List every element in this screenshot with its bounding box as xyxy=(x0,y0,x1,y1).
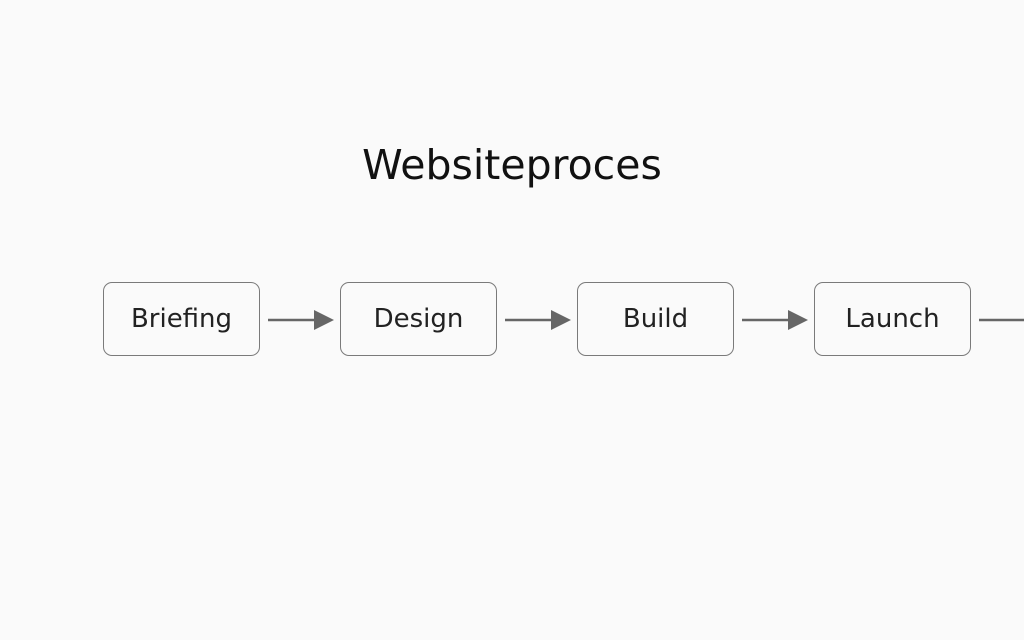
step-build: Build xyxy=(577,282,734,356)
step-label-launch: Launch xyxy=(845,304,940,334)
step-label-design: Design xyxy=(373,304,464,334)
arrow-design-to-build xyxy=(505,309,573,331)
arrow-launch-continuation xyxy=(979,309,1024,331)
step-launch: Launch xyxy=(814,282,971,356)
step-briefing: Briefing xyxy=(103,282,260,356)
step-design: Design xyxy=(340,282,497,356)
arrow-briefing-to-design xyxy=(268,309,336,331)
diagram-title: Websiteproces xyxy=(362,141,662,189)
arrow-build-to-launch xyxy=(742,309,810,331)
step-label-build: Build xyxy=(622,304,689,334)
step-label-briefing: Briefing xyxy=(130,304,233,334)
